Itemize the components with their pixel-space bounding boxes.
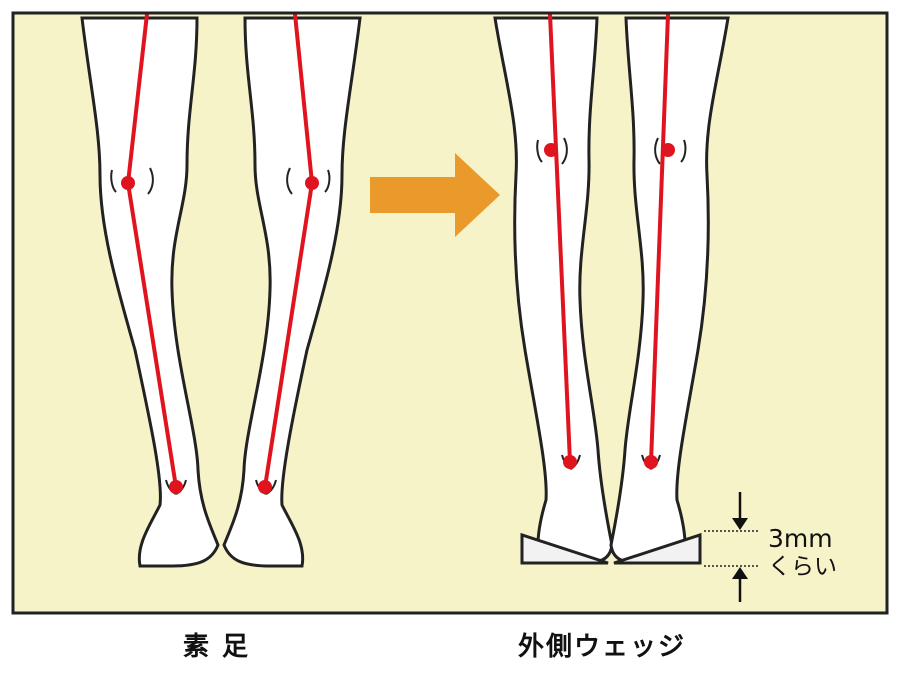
ankle-point — [169, 480, 183, 494]
left-leg-1 — [80, 16, 220, 568]
caption-barefoot: 素 足 — [183, 632, 251, 662]
knee-point — [121, 176, 135, 190]
axis-line-left-1 — [126, 13, 149, 184]
ankle-point — [563, 455, 577, 469]
axis-line-left-1b — [126, 182, 178, 488]
right-arrow-icon — [370, 153, 500, 237]
ankle-point — [258, 480, 272, 494]
caption-lateral-wedge: 外側ウェッジ — [518, 632, 687, 662]
approx-label: くらい — [768, 554, 837, 580]
wedge-right — [613, 532, 702, 565]
barefoot-legs — [80, 13, 362, 568]
thickness-label: 3mm — [768, 524, 833, 553]
wedge-left — [520, 532, 609, 565]
knee-point — [544, 143, 558, 157]
wedge-legs — [493, 13, 730, 565]
left-leg-2 — [222, 16, 362, 568]
axis-line-left-2b — [263, 182, 314, 488]
frame-border — [11, 11, 889, 615]
knee-point — [305, 176, 319, 190]
axis-line-left-2 — [293, 13, 314, 184]
axis-line-right-2 — [649, 13, 670, 463]
axis-line-right-1 — [548, 13, 572, 463]
ankle-point — [644, 455, 658, 469]
knee-point — [661, 143, 675, 157]
dimension-arrow-icon — [704, 492, 760, 602]
